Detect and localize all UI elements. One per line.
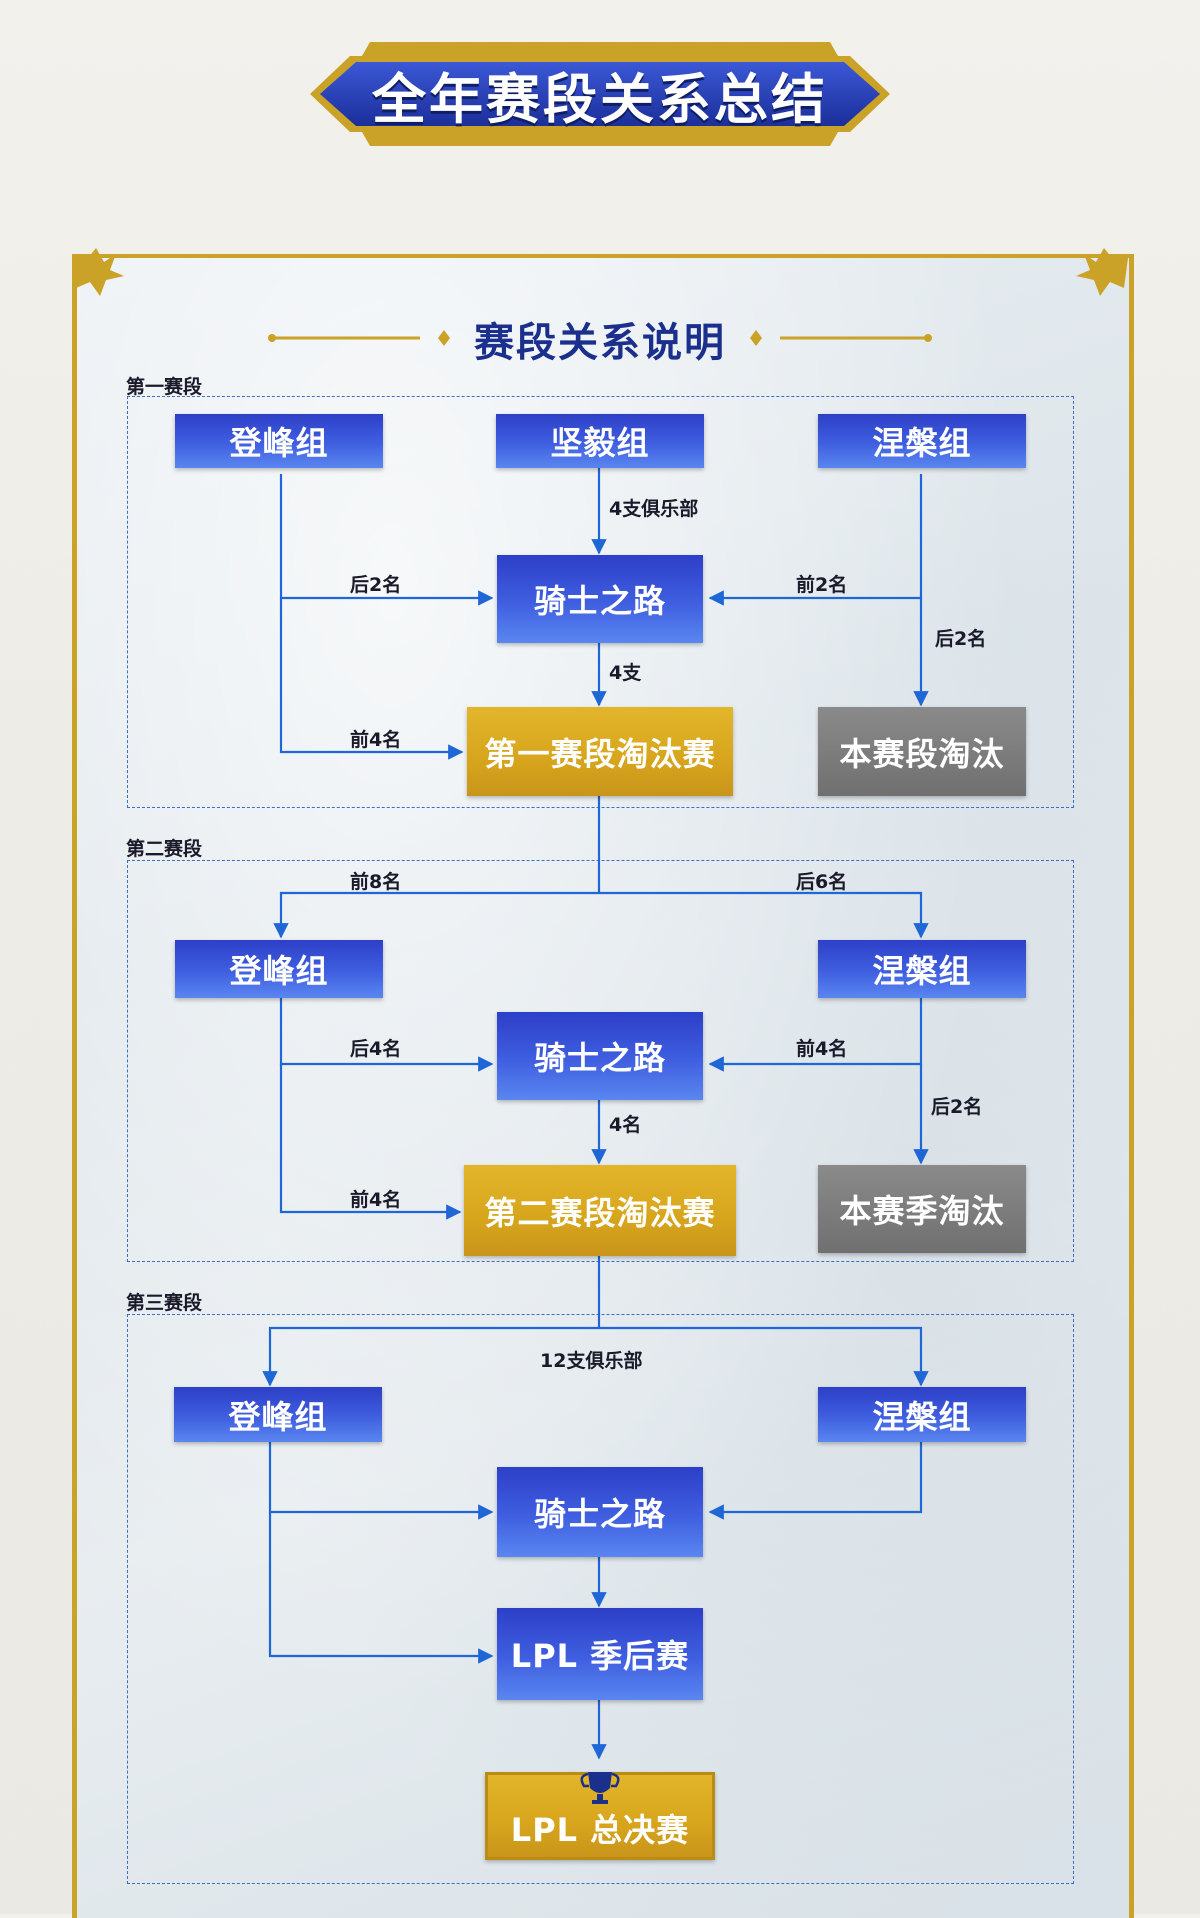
stage3-label: 第三赛段: [126, 1292, 203, 1314]
page-title: 全年赛段关系总结: [372, 67, 828, 131]
stage3-dengfeng-node: 登峰组: [174, 1387, 382, 1442]
edge-label: 4名: [609, 1114, 642, 1136]
edge-label: 前4名: [350, 1189, 402, 1211]
stage3-qishi-node: 骑士之路: [497, 1467, 703, 1557]
stage1-playoff-node: 第一赛段淘汰赛: [467, 707, 733, 796]
stage2-eliminate-node: 本赛季淘汰: [818, 1165, 1026, 1253]
edge-label: 后2名: [935, 628, 987, 650]
title-banner: 全年赛段关系总结: [310, 38, 890, 150]
trophy-icon: [580, 1772, 620, 1804]
banner-shape: [310, 42, 890, 146]
stage2-label: 第二赛段: [126, 838, 203, 860]
stage1-label: 第一赛段: [126, 376, 203, 398]
stage2-playoff-node: 第二赛段淘汰赛: [464, 1165, 736, 1256]
stage3-playoffs-node: LPL 季后赛: [497, 1608, 703, 1700]
edge-label: 后2名: [350, 574, 402, 596]
stage2-dengfeng-node: 登峰组: [175, 940, 383, 998]
panel-corner-ornaments: [72, 248, 1128, 296]
stage1-qishi-node: 骑士之路: [497, 555, 703, 643]
stage2-niepan-node: 涅槃组: [818, 940, 1026, 998]
edge-label: 前2名: [796, 574, 848, 596]
edge-label: 前8名: [350, 871, 402, 893]
edge-label: 前4名: [796, 1038, 848, 1060]
edge-label: 12支俱乐部: [540, 1350, 643, 1372]
finals-label: LPL 总决赛: [510, 1811, 690, 1849]
edge-label: 前4名: [350, 729, 402, 751]
edge-label: 后4名: [350, 1038, 402, 1060]
stage1-eliminate-node: 本赛段淘汰: [818, 707, 1026, 796]
stage2-qishi-node: 骑士之路: [497, 1012, 703, 1100]
stage3-box: [127, 1314, 1074, 1884]
edge-label: 后2名: [931, 1096, 983, 1118]
stage3-niepan-node: 涅槃组: [818, 1387, 1026, 1442]
edge-label: 4支俱乐部: [609, 498, 699, 520]
stage1-box: [127, 396, 1074, 808]
stage1-jianyi-node: 坚毅组: [496, 414, 704, 468]
stage2-box: [127, 860, 1074, 1262]
edge-label: 4支: [609, 662, 642, 684]
edge-label: 后6名: [796, 871, 848, 893]
diagram-subtitle: 赛段关系说明: [474, 320, 726, 366]
stage1-niepan-node: 涅槃组: [818, 414, 1026, 468]
subtitle-ornament: [268, 330, 932, 346]
stage1-dengfeng-node: 登峰组: [175, 414, 383, 468]
